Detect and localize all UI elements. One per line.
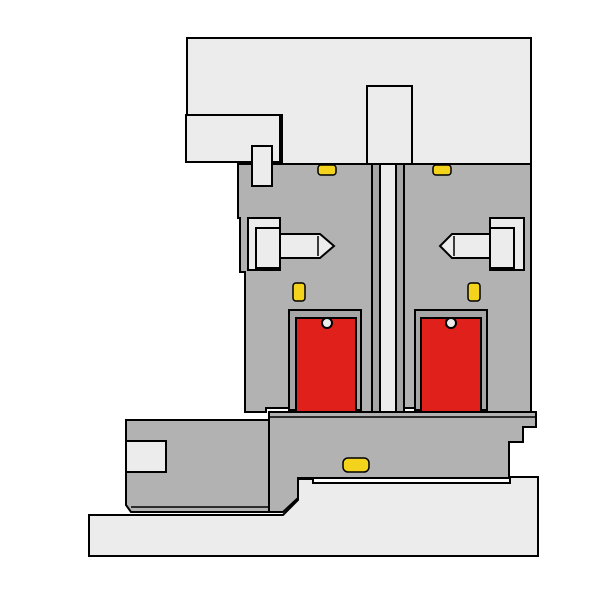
screw-icon [489,227,515,269]
o-ring-icon [292,282,306,302]
right-seal-face-ring [420,317,482,413]
top-housing [185,37,532,165]
right-seal-face [414,309,488,413]
shaft-gap [379,163,397,415]
left-seal-face [288,309,362,413]
left-carrier-inner [371,163,381,413]
lower-sleeve-body [268,411,537,513]
o-ring-icon [342,457,370,473]
drive-collar-screw-hole [125,440,167,473]
base-shaft [88,476,539,557]
left-screw-shank [279,233,336,259]
top-housing-slot [366,85,413,165]
left-seal-face-pin [321,317,333,329]
o-ring-icon [467,282,481,302]
lower-sleeve [268,411,537,513]
screw-icon [255,227,281,269]
left-screw-assembly [247,217,336,271]
right-screw-assembly [438,217,525,271]
right-carrier-inner [395,163,405,413]
right-seal-face-pin [445,317,457,329]
left-seal-face-ring [295,317,357,413]
right-screw-shank [438,233,491,259]
pin-icon [251,145,273,187]
drive-collar [125,419,270,513]
o-ring-icon [317,164,337,176]
o-ring-icon [432,164,452,176]
